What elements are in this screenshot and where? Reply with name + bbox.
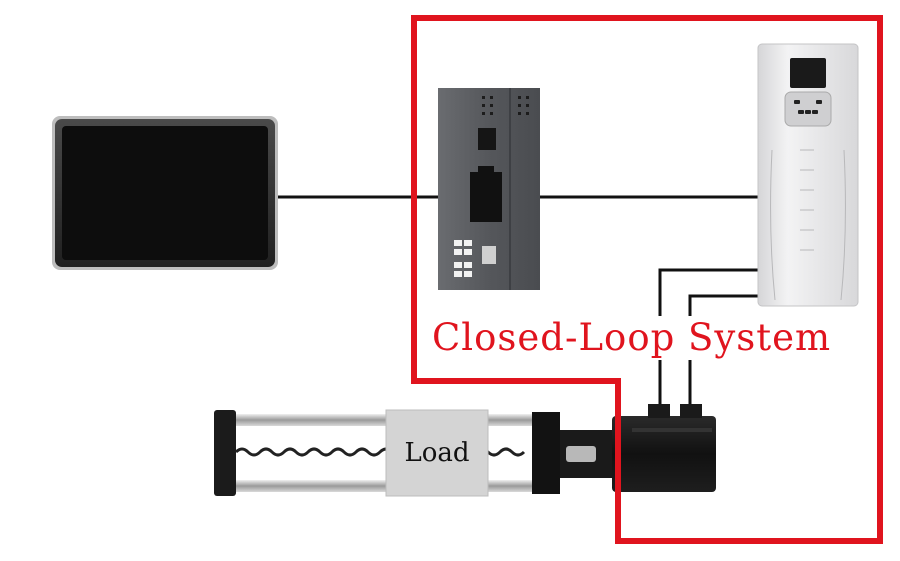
hmi-screen-icon bbox=[52, 116, 278, 270]
servo-drive-icon bbox=[757, 43, 859, 307]
controller-module-icon bbox=[438, 88, 540, 290]
load-block bbox=[385, 409, 489, 497]
load-label: Load bbox=[404, 438, 470, 468]
closed-loop-boundary bbox=[411, 15, 883, 544]
servo-motor-icon bbox=[612, 404, 716, 492]
closed-loop-system-label: Closed-Loop System bbox=[430, 316, 834, 360]
